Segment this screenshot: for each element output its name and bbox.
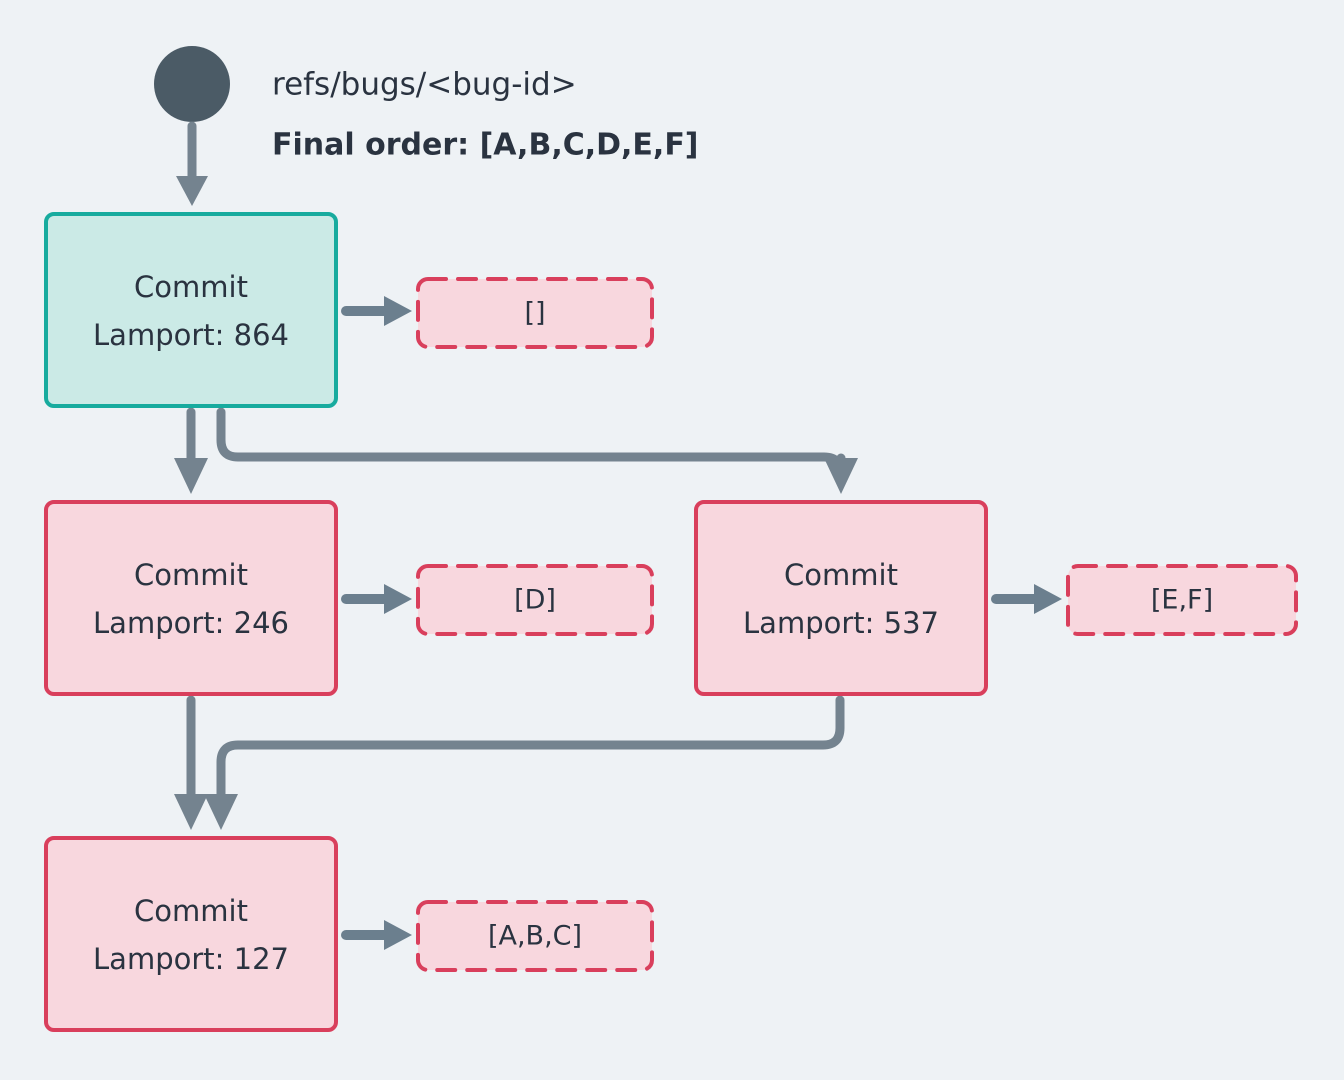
stub-arrow-246 xyxy=(341,584,412,614)
node-commit-864[interactable]: Commit Lamport: 864 xyxy=(44,212,338,408)
badge-commit-246-label: [D] xyxy=(514,585,556,616)
edge-root-to-864 xyxy=(176,121,208,206)
edge-layer xyxy=(174,121,858,830)
badge-commit-246[interactable]: [D] xyxy=(416,564,654,636)
badge-commit-537[interactable]: [E,F] xyxy=(1066,564,1298,636)
badge-commit-864-label: [] xyxy=(524,298,545,329)
node-commit-537-box[interactable] xyxy=(694,500,988,696)
edge-246-to-127 xyxy=(174,695,208,830)
edge-864-to-537 xyxy=(216,407,858,494)
ref-path-label: refs/bugs/<bug-id> xyxy=(272,67,577,103)
stub-arrow-127 xyxy=(341,920,412,950)
node-commit-537[interactable]: Commit Lamport: 537 xyxy=(694,500,988,696)
badge-commit-127[interactable]: [A,B,C] xyxy=(416,900,654,972)
node-commit-246-box[interactable] xyxy=(44,500,338,696)
root-node-circle[interactable] xyxy=(154,46,230,122)
node-commit-127-box[interactable] xyxy=(44,836,338,1032)
badge-commit-127-box[interactable] xyxy=(416,900,654,972)
node-commit-864-title: Commit xyxy=(134,270,248,304)
stub-arrow-layer xyxy=(341,296,1062,950)
badge-commit-537-label: [E,F] xyxy=(1151,585,1213,616)
node-commit-537-lamport: Lamport: 537 xyxy=(743,606,939,640)
badge-commit-246-box[interactable] xyxy=(416,564,654,636)
edge-864-to-246 xyxy=(174,407,208,494)
node-commit-246-title: Commit xyxy=(134,558,248,592)
node-commit-537-title: Commit xyxy=(784,558,898,592)
node-commit-864-lamport: Lamport: 864 xyxy=(93,318,289,352)
badge-commit-537-box[interactable] xyxy=(1066,564,1298,636)
node-commit-127-lamport: Lamport: 127 xyxy=(93,942,289,976)
badge-commit-864-box[interactable] xyxy=(416,277,654,349)
badge-commit-127-label: [A,B,C] xyxy=(488,921,582,952)
node-commit-127-title: Commit xyxy=(134,894,248,928)
node-commit-246[interactable]: Commit Lamport: 246 xyxy=(44,500,338,696)
node-commit-246-lamport: Lamport: 246 xyxy=(93,606,289,640)
node-commit-127[interactable]: Commit Lamport: 127 xyxy=(44,836,338,1032)
node-commit-864-box[interactable] xyxy=(44,212,338,408)
badge-commit-864[interactable]: [] xyxy=(416,277,654,349)
final-order-label: Final order: [A,B,C,D,E,F] xyxy=(272,128,699,163)
edge-537-to-127 xyxy=(204,695,845,830)
stub-arrow-537 xyxy=(991,584,1062,614)
stub-arrow-864 xyxy=(341,296,412,326)
